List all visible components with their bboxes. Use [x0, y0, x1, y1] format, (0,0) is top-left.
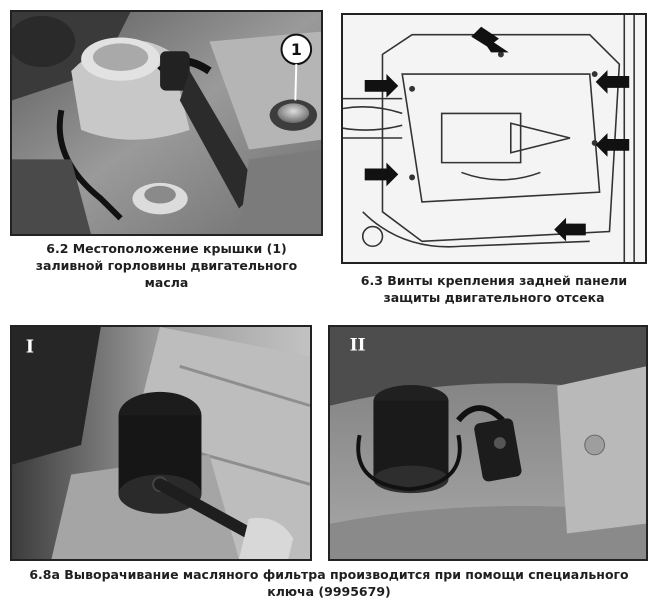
oil-filter-wrench-photo: I: [12, 327, 310, 559]
callout-number: 1: [291, 40, 302, 59]
figure-6-2-photo: 1: [10, 10, 323, 236]
arrow-icons: [364, 26, 630, 242]
figure-6-8a-panel-2-photo: II: [328, 325, 648, 561]
figure-6-3-drawing: [341, 13, 647, 264]
caption-line: заливной горловины двигательного: [35, 258, 298, 273]
caption-line: 6.3 Винты крепления задней панели: [360, 273, 628, 288]
caption-line: 6.2 Местоположение крышки (1): [46, 241, 287, 256]
engine-guard-drawing: [343, 15, 645, 262]
engine-bay-photo-image: 1: [12, 12, 321, 234]
panel-label: II: [350, 335, 366, 355]
caption-line: ключа (9995679): [267, 584, 391, 599]
figure-6-8a-panel-1-photo: I: [10, 325, 312, 561]
panel-label: I: [26, 337, 34, 358]
caption-6-8a: 6.8а Выворачивание масляного фильтра про…: [10, 566, 648, 600]
oil-filter-key-photo: II: [330, 327, 646, 559]
caption-6-3: 6.3 Винты крепления задней панели защиты…: [341, 272, 647, 306]
caption-6-2: 6.2 Местоположение крышки (1) заливной г…: [10, 240, 323, 291]
caption-line: 6.8а Выворачивание масляного фильтра про…: [29, 567, 629, 582]
caption-line: масла: [144, 275, 189, 290]
caption-line: защиты двигательного отсека: [383, 290, 605, 305]
